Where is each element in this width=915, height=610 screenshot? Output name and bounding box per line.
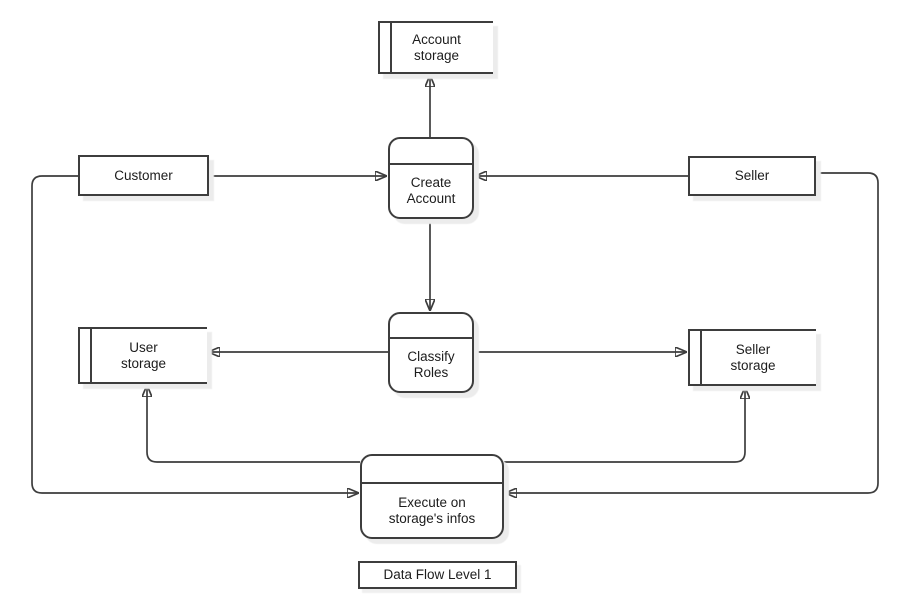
process-create-account-label: Create Account [406,175,456,206]
flow-execute-to-seller-storage [504,388,745,463]
datastore-account-storage-label: Account storage [412,31,461,63]
datastore-account-storage: Account storage [378,21,493,74]
datastore-user-storage-label: User storage [120,339,167,371]
process-create-account: Create Account [388,137,474,219]
datastore-double-line [700,331,702,384]
datastore-seller-storage: Seller storage [688,329,816,386]
datastore-seller-storage-label: Seller storage [730,341,776,373]
entity-customer-label: Customer [114,167,173,183]
process-header-band [390,139,472,165]
entity-customer: Customer [78,155,209,196]
entity-seller: Seller [688,156,816,196]
process-header-band [362,456,502,484]
process-classify-roles: Classify Roles [388,312,474,393]
process-execute-label: Execute on storage's infos [388,494,476,526]
datastore-double-line [90,329,92,382]
process-classify-roles-label: Classify Roles [407,349,455,380]
flow-execute-to-user-storage [147,386,360,463]
process-header-band [390,314,472,339]
diagram-title-box: Data Flow Level 1 [358,561,517,589]
diagram-title-label: Data Flow Level 1 [383,567,492,583]
datastore-user-storage: User storage [78,327,207,384]
datastore-double-line [390,23,392,72]
process-execute-on-storages-infos: Execute on storage's infos [360,454,504,539]
entity-seller-label: Seller [734,168,770,184]
